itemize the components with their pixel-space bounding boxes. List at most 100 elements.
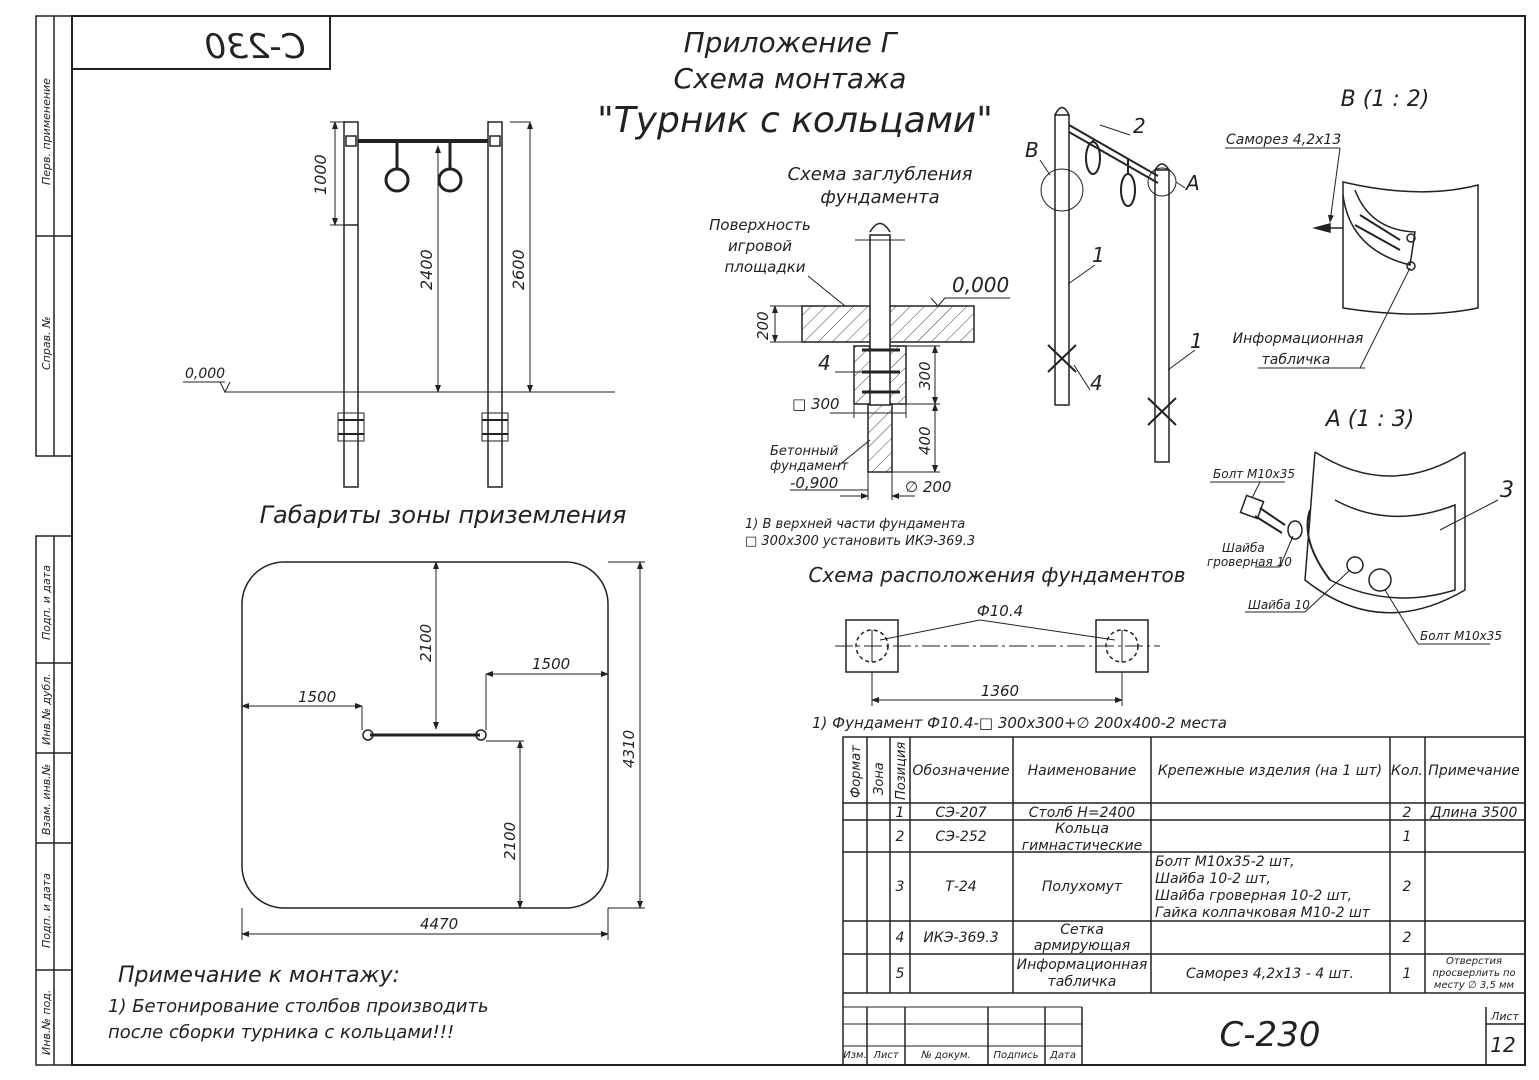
table-row-1-designation: СЭ-207	[935, 805, 986, 821]
table-row-4-pos: 4	[896, 930, 905, 946]
table-row-2-name-1: Кольца	[1055, 821, 1109, 837]
table-row-4-qty: 2	[1403, 930, 1412, 946]
th-format: Формат	[849, 745, 864, 798]
detail-b	[1225, 147, 1479, 369]
table-row-2-designation: СЭ-252	[935, 829, 986, 845]
landing-dim-4470: 4470	[420, 915, 458, 933]
iso-pos-1b: 1	[1190, 329, 1203, 353]
iso-pos-B: В	[1025, 138, 1039, 162]
top-stamp-code: C-230	[205, 27, 306, 67]
landing-dim-2100-top: 2100	[417, 624, 435, 662]
layout-dim-1360: 1360	[981, 682, 1019, 700]
table-row-2-qty: 1	[1403, 829, 1412, 845]
side-label-1: Перв. примене­ние	[40, 78, 53, 185]
table-row-2-pos: 2	[896, 829, 905, 845]
iso-pos-2: 2	[1133, 114, 1146, 138]
iso-pos-A: А	[1184, 171, 1200, 195]
foundation-layout	[835, 619, 1160, 706]
detail-a-washer10: Шайба 10	[1248, 598, 1310, 612]
detail-a-pos3: 3	[1500, 478, 1514, 503]
detail-a-title: А (1 : 3)	[1324, 407, 1415, 432]
detail-a-bolt-bottom: Болт М10х35	[1420, 629, 1502, 643]
side-stamp	[35, 15, 73, 1066]
dim-300: 300	[916, 361, 934, 390]
th-note: Примечание	[1428, 763, 1519, 779]
table-row-4-name-1: Сетка	[1060, 922, 1104, 938]
detail-a	[1210, 451, 1499, 645]
landing-dim-1500-left: 1500	[298, 688, 336, 706]
table-row-5-qty: 1	[1403, 966, 1412, 982]
surface-line2: игровой	[728, 237, 792, 255]
table-row-5-name-2: табличка	[1048, 974, 1117, 990]
spec-table	[842, 736, 1526, 1066]
tb-date: Дата	[1049, 1050, 1076, 1061]
title-line3: "Турник с кольцами"	[597, 100, 993, 141]
pos-4-section: 4	[818, 351, 831, 375]
table-row-3-fastener-2: Шайба 10-2 шт,	[1155, 871, 1271, 887]
square-300: □ 300	[792, 395, 840, 413]
landing-dim-2100-bottom: 2100	[501, 822, 519, 860]
table-row-3-fastener-3: Шайба гроверная 10-2 шт,	[1155, 888, 1352, 904]
table-row-4-name-2: армирующая	[1034, 938, 1130, 954]
landing-dim-4310: 4310	[620, 730, 638, 768]
landing-dim-1500-right: 1500	[532, 655, 570, 673]
side-label-7: Инв.№ под.	[40, 990, 53, 1055]
dim-200: 200	[754, 311, 772, 340]
section-title-1: Схема заглубления	[788, 164, 973, 185]
tb-code: С-230	[1220, 1015, 1321, 1055]
th-pos: Позиция	[894, 742, 909, 800]
layout-title: Схема расположения фундаментов	[808, 563, 1185, 587]
th-zone: Зона	[872, 762, 887, 795]
side-label-2: Справ. №	[40, 316, 53, 370]
elev-dim-2400: 2400	[417, 249, 436, 290]
level-top: 0,000	[952, 273, 1009, 297]
surface-line3: площадки	[724, 258, 805, 276]
elev-level: 0,000	[185, 366, 225, 382]
side-label-3: Подп. и дата	[40, 565, 53, 640]
tb-list: Лист	[872, 1050, 900, 1061]
detail-b-plate-2: табличка	[1262, 352, 1331, 368]
th-qty: Кол.	[1391, 763, 1423, 779]
iso-pos-1a: 1	[1092, 243, 1105, 267]
table-row-5-name-1: Информационная	[1017, 957, 1148, 973]
title-line2: Схема монтажа	[674, 62, 907, 95]
th-name: Наименование	[1028, 763, 1137, 779]
table-row-4-designation: ИКЭ-369.3	[923, 930, 998, 946]
detail-a-washer-1: Шайба	[1222, 541, 1265, 555]
table-row-3-name: Полухомут	[1042, 879, 1123, 895]
layout-note: 1) Фундамент Ф10.4-□ 300х300+∅ 200х400-2…	[812, 714, 1227, 732]
top-stamp-box	[71, 15, 331, 70]
table-row-5-note-3: месту ∅ 3,5 мм	[1434, 980, 1515, 991]
title-line1: Приложение Г	[684, 26, 899, 59]
tb-izm: Изм.	[843, 1050, 867, 1061]
table-row-3-fastener-1: Болт М10х35-2 шт,	[1155, 854, 1295, 870]
elevation-view	[183, 121, 615, 488]
tb-doc: № докум.	[920, 1050, 970, 1061]
table-row-5-pos: 5	[896, 966, 905, 982]
table-row-1-note: Длина 3500	[1430, 805, 1518, 821]
install-note-line2: после сборки турника с кольцами!!!	[108, 1022, 454, 1043]
detail-a-bolt-top: Болт М10х35	[1213, 467, 1295, 481]
table-row-1-name: Столб Н=2400	[1029, 805, 1136, 821]
tb-sheet-label: Лист	[1490, 1010, 1519, 1023]
section-title-2: фундамента	[820, 187, 939, 208]
table-row-2-name-2: гимнастические	[1022, 838, 1142, 854]
concrete-line1: Бетонный	[770, 444, 838, 459]
landing-zone	[241, 561, 645, 940]
elev-dim-1000: 1000	[311, 154, 330, 195]
section-note-2: □ 300x300 установить ИКЭ-369.3	[745, 534, 975, 549]
surface-line1: Поверхность	[709, 216, 811, 234]
landing-title: Габариты зоны приземления	[260, 501, 627, 529]
section-note-1: 1) В верхней части фундамента	[745, 517, 965, 532]
dim-400: 400	[916, 426, 934, 455]
dia-200: ∅ 200	[905, 478, 951, 496]
detail-b-plate-1: Информационная	[1233, 331, 1364, 347]
table-row-5-fastener: Саморез 4,2x13 - 4 шт.	[1186, 966, 1354, 982]
detail-b-title: В (1 : 2)	[1341, 87, 1430, 112]
table-row-3-fastener-4: Гайка колпачковая М10-2 шт	[1155, 905, 1371, 921]
iso-pos-4: 4	[1090, 371, 1103, 395]
foundation-section	[770, 222, 1010, 500]
table-row-5-note-2: просверлить по	[1432, 968, 1515, 979]
side-label-4: Инв.№ дубл.	[40, 673, 53, 745]
